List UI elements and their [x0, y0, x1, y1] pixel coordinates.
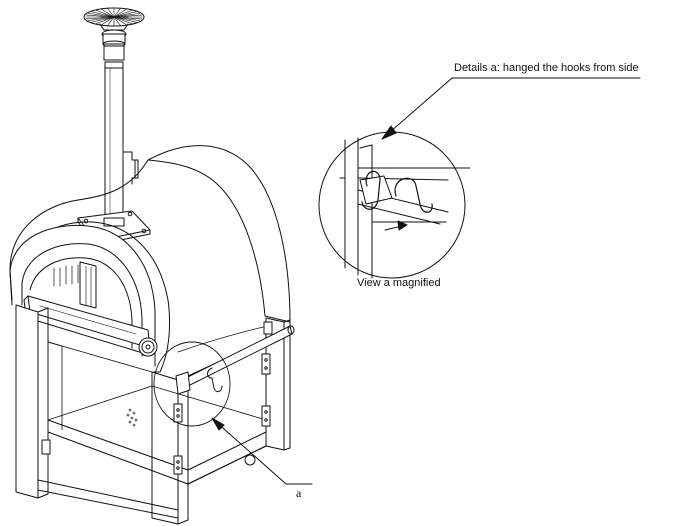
thermometer-dial: [138, 337, 158, 357]
detail-marker-label: a: [296, 486, 302, 500]
side-hooks-and-bracket: [41, 321, 295, 475]
magnified-contents: [339, 137, 471, 279]
detail-a-leader: [211, 417, 313, 485]
magnified-view: [318, 131, 471, 279]
chimney: [77, 7, 151, 246]
detail-circle-a: [153, 341, 231, 427]
callout-leader: [381, 77, 641, 140]
chimney-damper-handle: [122, 151, 139, 185]
magnified-caption: View a magnified: [357, 277, 441, 289]
chimney-pipe: [103, 45, 125, 223]
callout-label: Details a: hanged the hooks from side: [454, 62, 639, 74]
chimney-cap: [83, 7, 145, 48]
